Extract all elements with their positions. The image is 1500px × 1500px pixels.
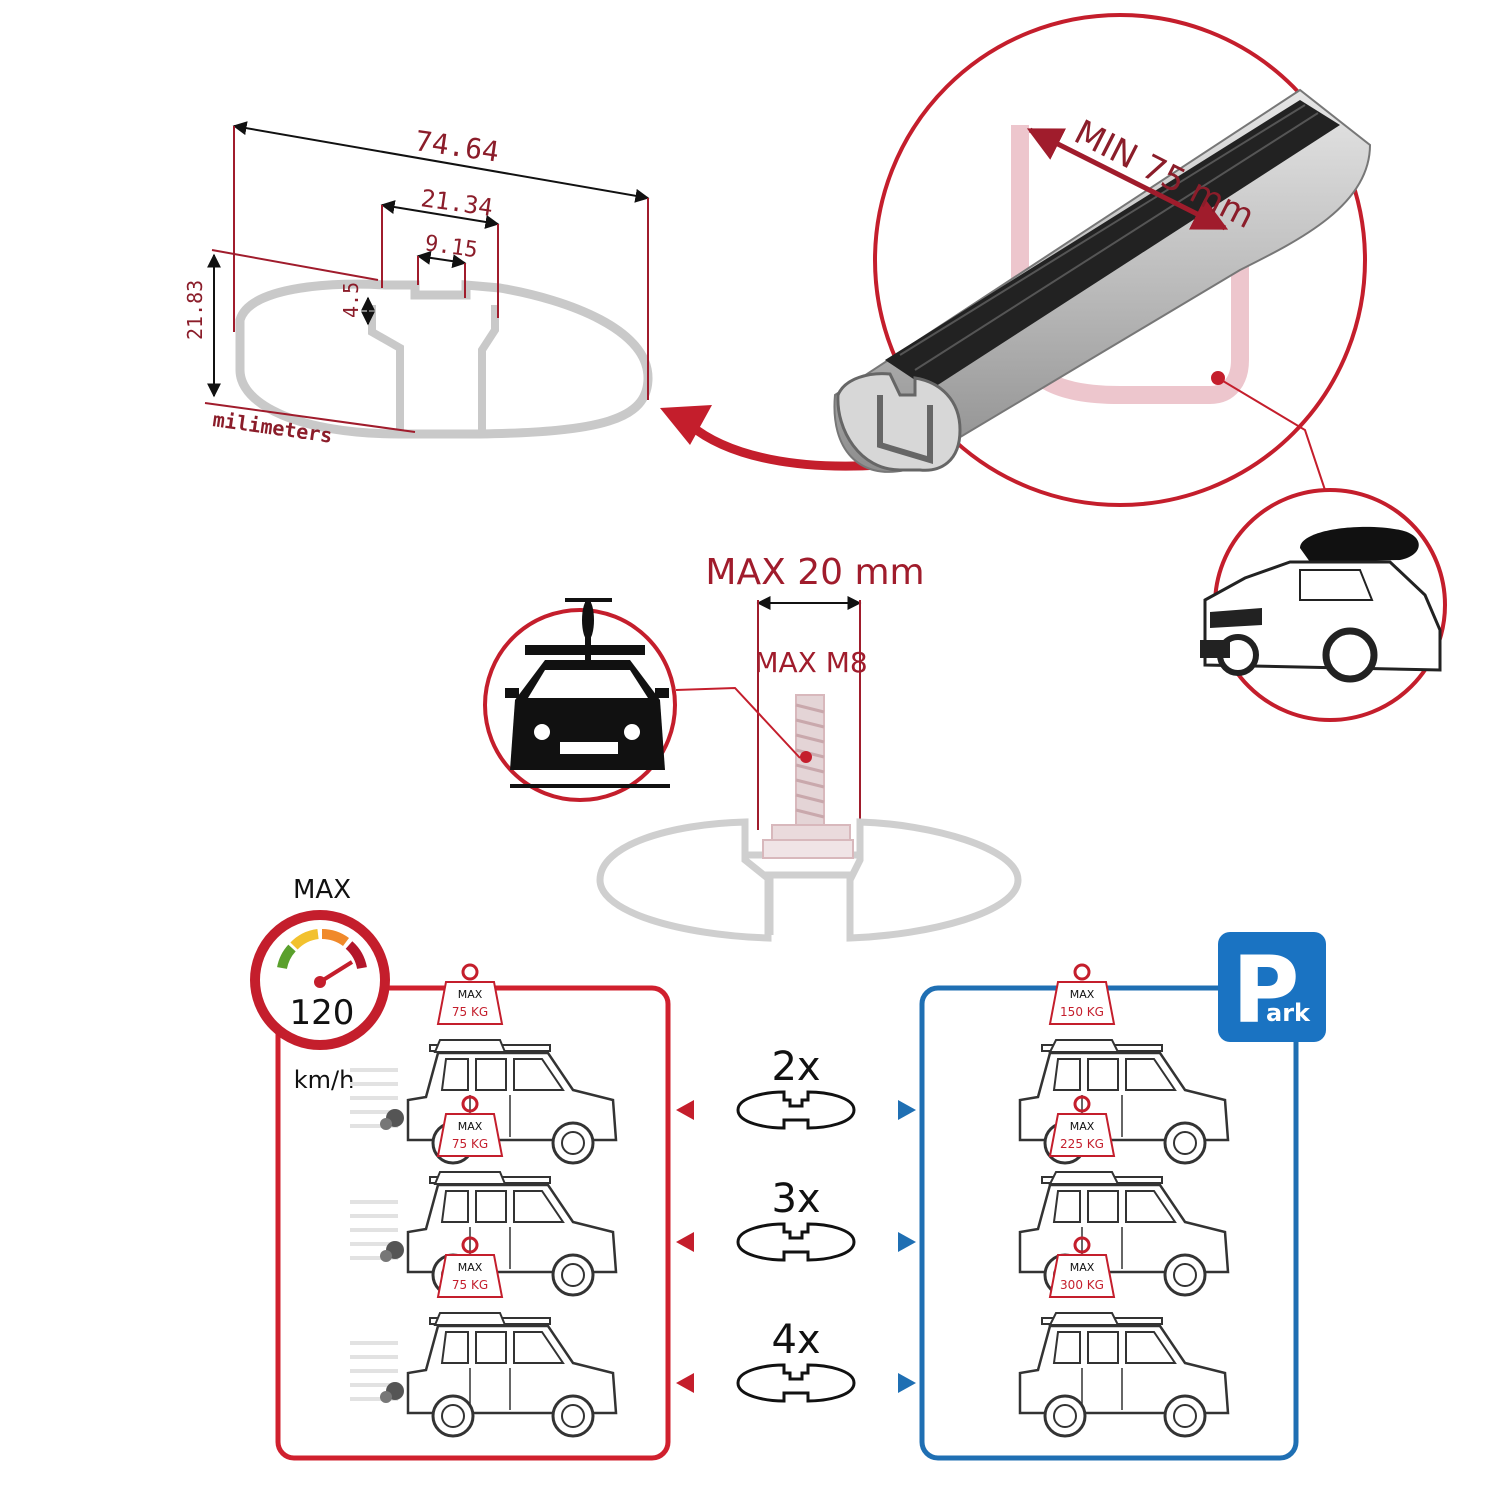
curved-arrow-icon (687, 421, 881, 471)
weight-value-label: 225 KG (1060, 1137, 1104, 1151)
connector-line-bike (675, 686, 801, 759)
bar-profile-icon (736, 1222, 856, 1262)
load-row: MAX 75 KG MAX 150 KG 2x (350, 963, 1230, 1165)
max-width-label: MAX 20 mm (705, 552, 924, 593)
bike-on-roof-icon (483, 598, 677, 802)
speed-max-label: MAX (293, 875, 351, 905)
roof-box-car-icon (1200, 488, 1447, 722)
curved-arrow-head (660, 405, 712, 445)
connector-line (1217, 377, 1326, 491)
parked-load-panel (919, 985, 1299, 1461)
weight-tag-icon: MAX 75 KG (436, 963, 504, 1025)
weight-max-label: MAX (458, 988, 483, 1001)
weight-max-label: MAX (458, 1261, 483, 1274)
bar-detail-circle: MIN 75 mm (833, 13, 1372, 507)
speedometer-icon (277, 929, 367, 988)
bar-count-label: 3x (771, 1176, 820, 1222)
speed-value: 120 (290, 993, 355, 1033)
weight-tag-icon: MAX 75 KG (436, 1236, 504, 1298)
tbolt-detail: MAX 20 mm MAX M8 (596, 552, 1022, 942)
height-label: 21.83 (183, 280, 207, 340)
weight-value-label: 75 KG (452, 1278, 488, 1292)
suv-car-icon (1018, 1316, 1230, 1438)
bar-profile-icon (736, 1363, 856, 1403)
speed-unit: km/h (294, 1066, 355, 1094)
total-width-label: 74.64 (413, 124, 501, 168)
suv-car-icon (1018, 1175, 1230, 1297)
weight-max-label: MAX (1070, 1120, 1095, 1133)
suv-car-icon (406, 1316, 618, 1438)
speed-badge: MAX 120 km/h (250, 875, 390, 1094)
weight-max-label: MAX (1070, 988, 1095, 1001)
load-row: MAX 75 KG MAX 300 KG 4x (350, 1236, 1230, 1438)
weight-tag-icon: MAX 225 KG (1048, 1095, 1116, 1157)
suv-car-icon (406, 1175, 618, 1297)
weight-value-label: 300 KG (1060, 1278, 1104, 1292)
weight-max-label: MAX (458, 1120, 483, 1133)
weight-value-label: 75 KG (452, 1005, 488, 1019)
slot-outer-width-label: 21.34 (419, 184, 494, 222)
park-letter: P (1232, 937, 1299, 1044)
bar-count-label: 2x (771, 1044, 820, 1090)
weight-tag-icon: MAX 75 KG (436, 1095, 504, 1157)
weight-tag-icon: MAX 150 KG (1048, 963, 1116, 1025)
load-row: MAX 75 KG MAX 225 KG 3x (350, 1095, 1230, 1297)
profile-drawing: 74.64 21.34 9.15 4.5 21.83 milimeters (183, 121, 653, 448)
weight-value-label: 150 KG (1060, 1005, 1104, 1019)
slot-depth-label: 4.5 (339, 282, 363, 318)
weight-value-label: 75 KG (452, 1137, 488, 1151)
weight-tag-icon: MAX 300 KG (1048, 1236, 1116, 1298)
park-suffix: ark (1266, 999, 1311, 1027)
bar-count-label: 4x (771, 1317, 820, 1363)
max-thread-label: MAX M8 (754, 646, 867, 679)
park-sign-icon: P ark (1218, 932, 1326, 1044)
bar-profile-icon (736, 1090, 856, 1130)
weight-max-label: MAX (1070, 1261, 1095, 1274)
